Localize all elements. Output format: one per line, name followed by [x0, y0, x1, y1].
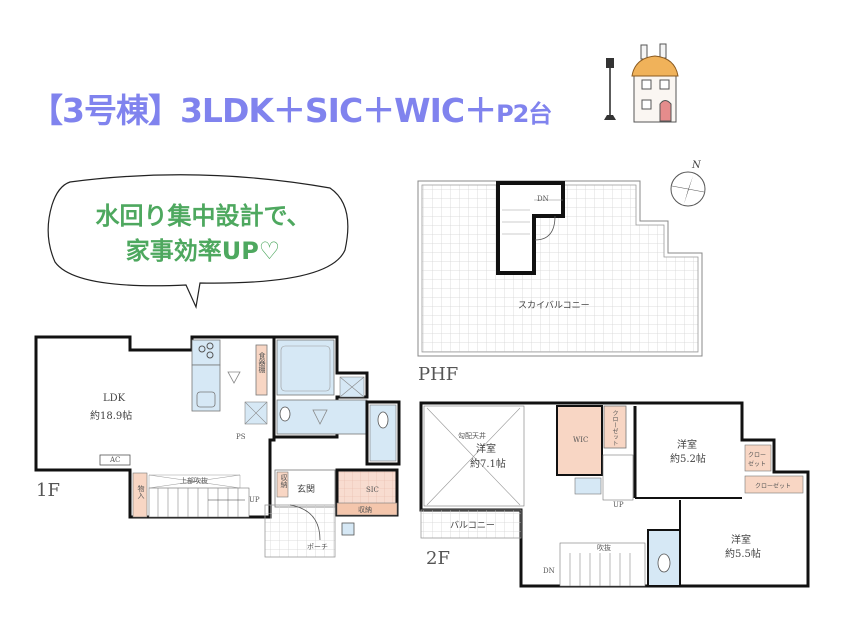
closet-label-1: クロー ゼット: [748, 452, 767, 468]
compass-north-icon: N: [692, 160, 701, 171]
phf-plan: [417, 171, 706, 357]
house-illustration-icon: [631, 43, 679, 123]
page-title: 【3号棟】3LDK＋SIC＋WIC＋P2台: [30, 84, 552, 132]
speech-bubble: [47, 174, 349, 310]
room-western-1-size: 約7.1帖: [470, 459, 506, 470]
closet-label-2: クローゼット: [755, 483, 792, 490]
void-label: 吹抜: [597, 544, 611, 552]
closet-small-label: クローゼット: [611, 410, 618, 446]
callout-line-2: 家事効率UP♡: [125, 237, 281, 265]
sic-storage-label: 収納: [358, 506, 372, 514]
balcony-label: バルコニー: [450, 521, 495, 531]
room-western-3-size: 約5.5帖: [725, 549, 761, 560]
floor-label-phf: PHF: [418, 364, 459, 385]
room-sic: SIC: [366, 486, 379, 494]
cupboard-label: 食器棚: [258, 352, 266, 373]
title-main: 【3号棟】3LDK＋SIC＋WIC＋: [30, 91, 497, 130]
room-western-1: 洋室: [476, 444, 496, 455]
room-entrance: 玄関: [297, 485, 316, 495]
title-parking: P2台: [496, 100, 552, 128]
room-ldk-size: 約18.9帖: [90, 411, 133, 422]
entry-storage-label: 収納: [280, 474, 288, 488]
ac-label: AC: [110, 456, 121, 464]
callout-line-1: 水回り集中設計で、: [95, 202, 311, 230]
stair-dn-label: DN: [537, 195, 549, 203]
storage-label: 物入: [137, 485, 145, 499]
stair-dn-label-2f: DN: [543, 567, 555, 575]
room-western-3: 洋室: [731, 535, 751, 546]
street-lamp-icon: [604, 58, 616, 120]
room-western-2: 洋室: [677, 440, 697, 451]
room-ldk: LDK: [103, 393, 126, 404]
1f-plan: [34, 335, 401, 558]
ps-label: PS: [236, 433, 246, 441]
stair-up-label-2f: UP: [613, 501, 624, 509]
upper-void-label: 上部吹抜: [180, 477, 208, 485]
floor-label-2f: 2F: [426, 548, 450, 569]
room-sky-balcony: スカイバルコニー: [518, 301, 590, 311]
room-western-2-size: 約5.2帖: [670, 454, 706, 465]
room-wic: WIC: [573, 436, 589, 444]
callout-bubble: 水回り集中設計で、 家事効率UP♡: [58, 199, 348, 269]
sloped-ceiling-note: 勾配天井: [458, 432, 486, 440]
stair-up-label: UP: [249, 496, 260, 504]
porch-label: ポーチ: [307, 543, 328, 551]
2f-plan: [419, 401, 810, 588]
floor-label-1f: 1F: [36, 480, 60, 501]
